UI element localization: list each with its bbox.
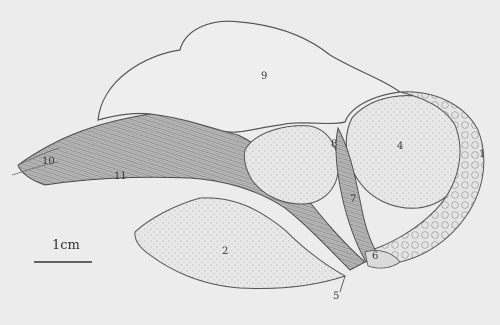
label-9: 9 (261, 72, 267, 82)
label-10: 10 (42, 157, 55, 167)
label-11: 11 (114, 172, 127, 182)
label-6: 6 (372, 252, 378, 262)
label-1: 1 (479, 150, 485, 160)
label-2: 2 (222, 247, 228, 257)
label-8: 8 (331, 140, 337, 150)
label-7: 7 (350, 195, 356, 205)
label-5: 5 (333, 292, 339, 302)
scale-bar-label: 1cm (52, 238, 80, 253)
label-4: 4 (397, 142, 403, 152)
spur-line (340, 276, 345, 292)
